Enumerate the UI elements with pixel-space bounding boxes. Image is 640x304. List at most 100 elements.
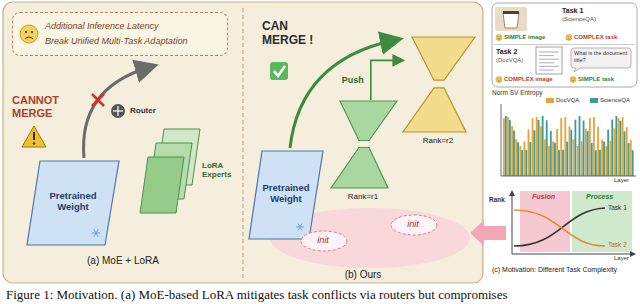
edge-label: Push [340, 75, 366, 85]
figure-caption: Figure 1: Motivation. (a) MoE-based LoRA… [6, 287, 508, 303]
process-band [572, 191, 632, 252]
bar [603, 142, 605, 176]
pretrained-weight: Pretrained Weight [26, 160, 120, 246]
bar [558, 150, 560, 176]
bar [583, 121, 585, 176]
bar [503, 118, 505, 176]
node-label: Pretrained Weight [258, 182, 314, 204]
node-label: What is the document title? [574, 50, 628, 63]
push-arrow [371, 60, 402, 100]
bar [630, 140, 632, 176]
bar [581, 141, 583, 176]
text-label: CAN MERGE ! [262, 20, 332, 48]
bar [585, 129, 587, 176]
bar [599, 150, 601, 176]
merge-arrow [290, 40, 395, 148]
legend-swatch [546, 98, 554, 103]
bar [569, 126, 571, 176]
bar [519, 146, 521, 176]
bar [529, 142, 531, 176]
axis [512, 192, 513, 254]
lora-module: Rank=r1 [330, 100, 398, 208]
bar [611, 120, 613, 176]
bar [552, 141, 554, 176]
bar [607, 130, 609, 176]
bar [525, 150, 527, 176]
bar [591, 143, 593, 176]
sad-shape [13, 13, 229, 57]
hour-shape [330, 100, 398, 208]
node-label: (b) Ours [244, 269, 482, 280]
node-label: Task 2 [496, 48, 517, 55]
bar [579, 116, 581, 176]
panel-ground [3, 2, 483, 283]
text-label: Fusion [532, 193, 555, 200]
node-label: LoRA Experts [202, 161, 238, 179]
legend-label: DocVQA [556, 97, 579, 103]
bar [609, 141, 611, 176]
bar [546, 120, 548, 176]
bar [601, 140, 603, 176]
bar [515, 139, 517, 176]
router: Router [110, 101, 172, 121]
node-label: (DocVQA) [496, 57, 523, 63]
node-label: Task 1 [562, 7, 583, 14]
speech-bubble: What is the document title? [570, 47, 632, 69]
fusion-band [520, 191, 570, 252]
bar [517, 142, 519, 176]
text-label: Rank [489, 196, 505, 203]
lora-experts: LoRA Experts [136, 127, 240, 219]
bar [593, 117, 595, 176]
text-label: Task 2 [608, 241, 627, 248]
bar [538, 120, 540, 176]
text-label: Norm SV Entropy [492, 89, 543, 96]
divider [243, 8, 244, 278]
task-frame [492, 3, 637, 87]
node-label: Additional Inference Latency [45, 21, 159, 31]
node-label: init [300, 235, 346, 245]
bar [573, 139, 575, 176]
bar [618, 118, 620, 176]
bar [614, 129, 616, 176]
warning-icon [22, 126, 46, 147]
bar [566, 142, 568, 176]
bar [564, 117, 566, 176]
bar [615, 116, 617, 176]
bar [521, 150, 523, 176]
bar [556, 129, 558, 176]
bar [574, 120, 576, 176]
link-arrow [470, 220, 506, 246]
node-label: (ScienceQA) [562, 16, 596, 22]
bar [587, 131, 589, 176]
bar [542, 116, 544, 176]
bar [544, 139, 546, 176]
axis [501, 176, 636, 177]
node-label: Router [130, 106, 156, 115]
bar [626, 127, 628, 176]
bar [577, 146, 579, 176]
bar [511, 126, 513, 176]
node-label: COMPLEX image [504, 76, 553, 82]
cross-mark [92, 94, 104, 106]
task-curve [514, 208, 605, 246]
node-label: Break Unified Multi-Task Adaptation [45, 36, 187, 46]
text-label: Task 1 [608, 204, 627, 211]
text-label: Process [586, 193, 613, 200]
node-label: SIMPLE image [504, 34, 545, 40]
node-label: COMPLEX task [574, 34, 617, 40]
hour-shape [402, 36, 476, 152]
node-label: Pretrained Weight [40, 190, 106, 212]
bar [624, 131, 626, 176]
check-icon [270, 62, 288, 80]
legend-swatch [590, 98, 598, 103]
task-card: Task 2(DocVQA)COMPLEX imageSIMPLE taskWh… [492, 45, 636, 87]
pretrained-weight: Pretrained Weight [248, 150, 324, 240]
task-curve [514, 210, 605, 246]
node-label: Rank=r1 [330, 192, 396, 201]
separator [494, 44, 635, 45]
bar [597, 127, 599, 176]
bar [550, 131, 552, 176]
bar [622, 117, 624, 176]
bar [570, 130, 572, 176]
